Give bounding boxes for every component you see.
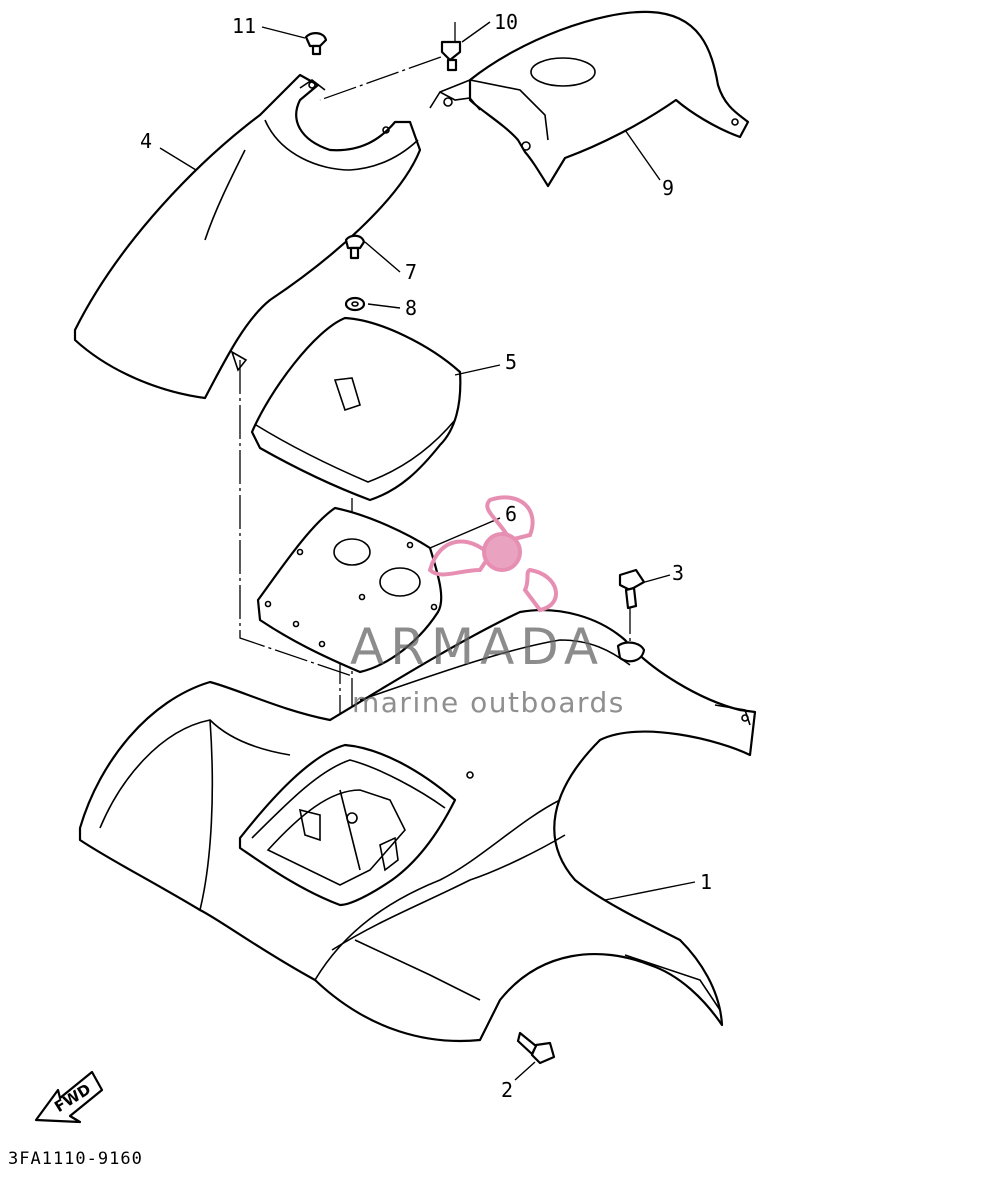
callout-7: 7 <box>405 260 418 284</box>
part-4-front-fender <box>73 73 422 400</box>
watermark-brand-name: ARMADA <box>350 618 605 676</box>
leader-line <box>461 21 491 43</box>
part-2-bolt <box>516 1031 556 1065</box>
alignment-line <box>319 22 456 101</box>
callout-2: 2 <box>501 1078 514 1102</box>
leader-line <box>367 303 401 309</box>
watermark-brand-subtitle: marine outboards <box>352 686 625 719</box>
callout-3: 3 <box>672 561 685 585</box>
leader-line <box>364 241 401 273</box>
callout-4: 4 <box>140 129 153 153</box>
storage-tray <box>238 743 457 907</box>
callout-10: 10 <box>494 10 519 34</box>
fwd-arrow-icon <box>34 1070 104 1124</box>
part-11-screw <box>304 32 328 56</box>
leader-line <box>644 574 671 583</box>
part-10-screw <box>440 40 462 72</box>
callout-9: 9 <box>662 176 675 200</box>
leader-line <box>604 881 696 901</box>
diagram-code: 3FA1110-9160 <box>8 1149 143 1169</box>
part-7-screw <box>344 234 366 260</box>
callout-1: 1 <box>700 870 713 894</box>
alignment-line <box>239 360 353 677</box>
part-5-tray-lid <box>250 316 462 502</box>
callout-8: 8 <box>405 296 418 320</box>
part-8-washer <box>344 296 366 312</box>
leader-line <box>624 129 661 181</box>
callout-11: 11 <box>232 14 257 38</box>
callout-5: 5 <box>505 350 518 374</box>
leader-line <box>261 26 306 39</box>
part-3-bolt <box>616 568 646 663</box>
part-6-gasket-plate <box>256 506 443 674</box>
leader-line <box>159 147 197 171</box>
part-9-rear-fender-cover <box>429 10 750 188</box>
leader-line <box>454 364 501 376</box>
leader-line <box>514 1061 536 1081</box>
leader-line <box>429 517 501 549</box>
callout-6: 6 <box>505 502 518 526</box>
